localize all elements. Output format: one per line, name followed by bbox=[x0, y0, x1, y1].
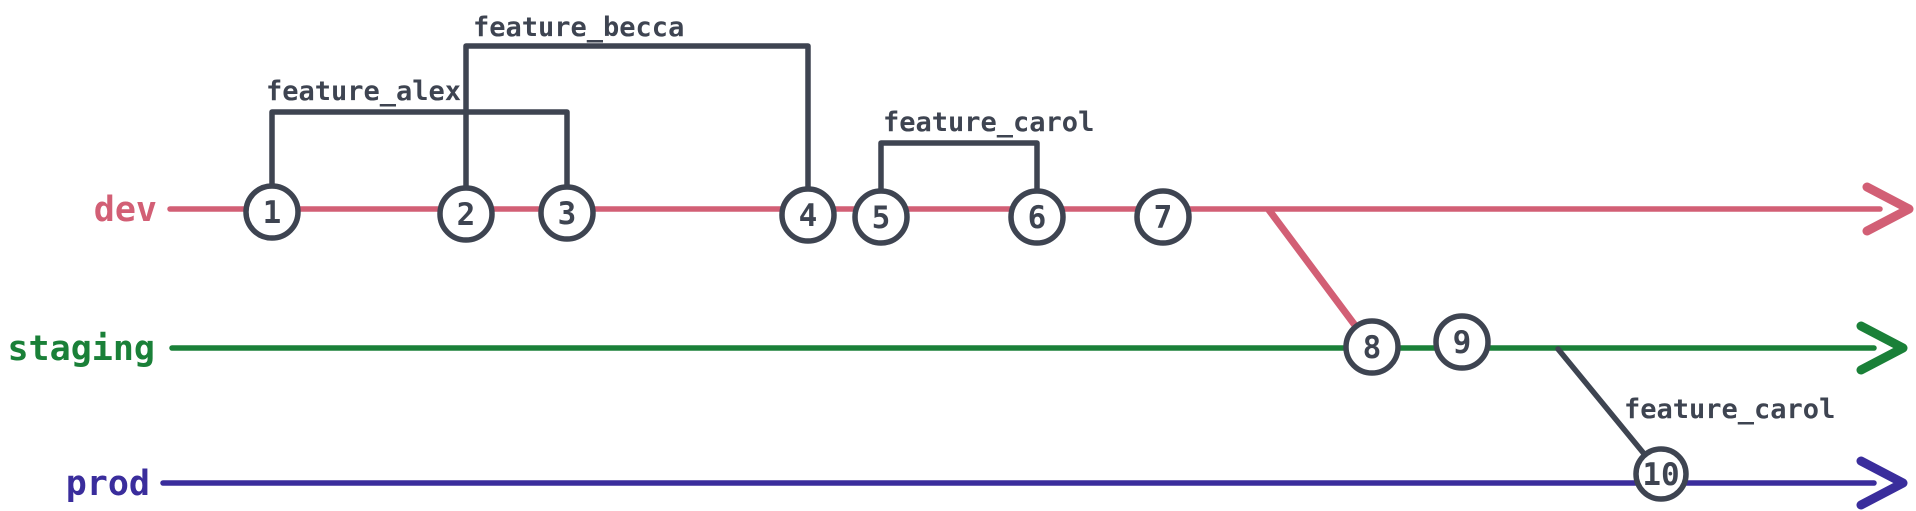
commit-circle bbox=[243, 183, 301, 241]
commit-circle bbox=[1633, 446, 1689, 502]
commit-number: 8 bbox=[1363, 330, 1382, 366]
commit-node-3: 3 bbox=[538, 184, 596, 242]
commit-number: 3 bbox=[558, 196, 577, 232]
branch-label-dev: dev bbox=[94, 190, 157, 230]
commit-circle bbox=[852, 188, 910, 246]
commit-node-6: 6 bbox=[1008, 188, 1066, 246]
commit-node-4: 4 bbox=[779, 186, 837, 244]
commit-circle bbox=[437, 185, 495, 243]
commit-number: 2 bbox=[457, 197, 476, 233]
commit-number: 7 bbox=[1154, 200, 1173, 236]
commit-number: 5 bbox=[872, 200, 891, 236]
feature-carol-bracket bbox=[878, 140, 1040, 203]
commit-circle bbox=[538, 184, 596, 242]
commit-number: 6 bbox=[1028, 200, 1047, 236]
commit-circle bbox=[1343, 318, 1401, 376]
commit-node-5: 5 bbox=[852, 188, 910, 246]
commit-node-9: 9 bbox=[1433, 313, 1491, 371]
commit-number: 1 bbox=[263, 195, 282, 231]
branch-label-staging: staging bbox=[7, 329, 155, 369]
dev-to-staging-merge-line bbox=[1265, 206, 1364, 336]
commit-node-1: 1 bbox=[243, 183, 301, 241]
commit-circle bbox=[1134, 188, 1192, 246]
commit-number: 4 bbox=[799, 198, 818, 234]
feature-label-carol-merge: feature_carol bbox=[1624, 394, 1835, 425]
commit-circle bbox=[1433, 313, 1491, 371]
feature-label-carol: feature_carol bbox=[883, 107, 1094, 138]
feature-label-alex: feature_alex bbox=[266, 76, 461, 107]
prod-arrowhead-icon bbox=[1856, 456, 1908, 510]
commit-number: 9 bbox=[1453, 325, 1472, 361]
feature-becca-bracket bbox=[463, 43, 811, 201]
commit-node-8: 8 bbox=[1343, 318, 1401, 376]
commit-circle bbox=[1008, 188, 1066, 246]
feature-alex-bracket bbox=[269, 109, 570, 199]
commit-node-2: 2 bbox=[437, 185, 495, 243]
commit-node-7: 7 bbox=[1134, 188, 1192, 246]
dev-arrowhead-icon bbox=[1862, 182, 1914, 236]
commit-circle bbox=[779, 186, 837, 244]
staging-to-prod-merge-line bbox=[1555, 346, 1653, 464]
feature-label-becca: feature_becca bbox=[473, 12, 684, 43]
staging-arrowhead-icon bbox=[1856, 321, 1908, 375]
commit-number: 10 bbox=[1642, 457, 1679, 493]
branch-label-prod: prod bbox=[66, 464, 150, 504]
commit-node-10: 10 bbox=[1633, 446, 1689, 502]
